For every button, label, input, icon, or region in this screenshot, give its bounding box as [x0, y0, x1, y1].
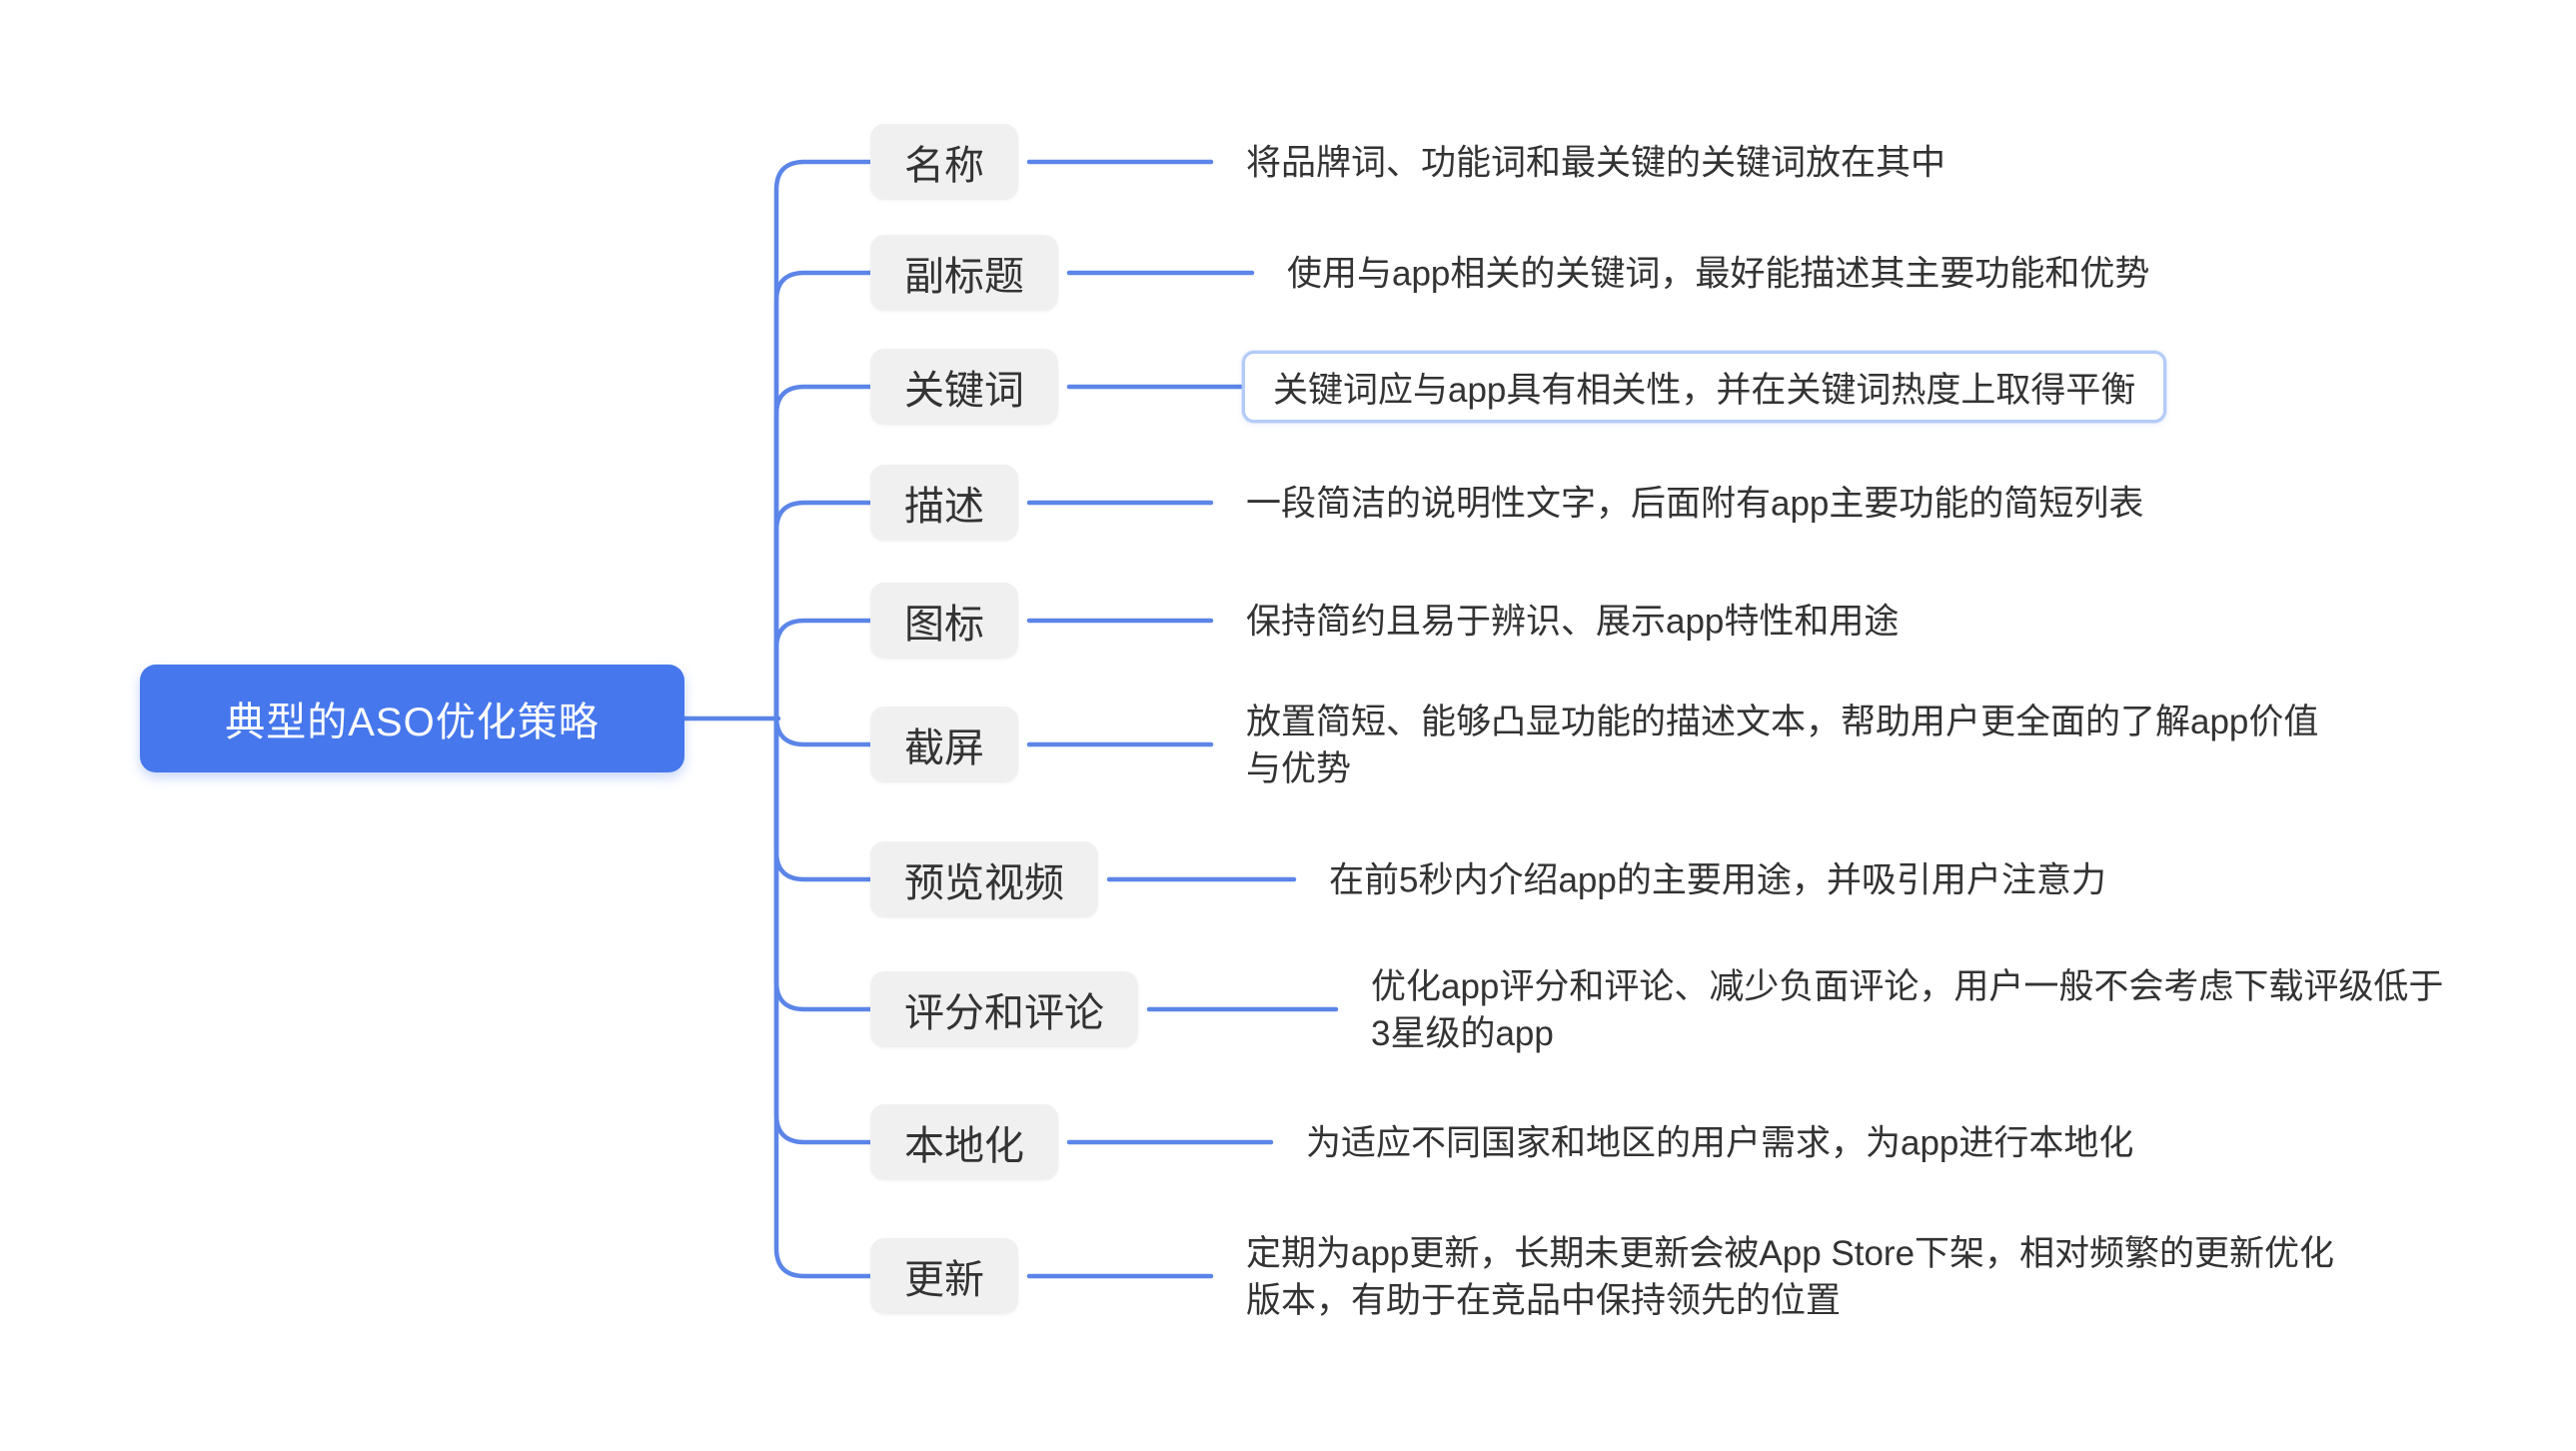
detail-node-ratings[interactable]: 优化app评分和评论、减少负面评论，用户一般不会考虑下载评级低于 3星级的app [1371, 967, 2444, 1053]
branch-line [773, 716, 875, 1145]
branch-line [773, 618, 875, 722]
topic-node-keywords[interactable]: 关键词 [870, 349, 1058, 425]
branch-line [773, 159, 875, 722]
detail-node-description[interactable]: 一段简洁的说明性文字，后面附有app主要功能的简短列表 [1246, 484, 2144, 524]
root-node[interactable]: 典型的ASO优化策略 [140, 665, 684, 772]
topic-node-subtitle[interactable]: 副标题 [870, 235, 1058, 311]
detail-node-preview-video[interactable]: 在前5秒内介绍app的主要用途，并吸引用户注意力 [1329, 860, 2106, 900]
branch-line [773, 716, 875, 1012]
branch-line [773, 384, 875, 722]
detail-node-keywords-selected[interactable]: 关键词应与app具有相关性，并在关键词热度上取得平衡 [1242, 351, 2167, 423]
detail-node-subtitle[interactable]: 使用与app相关的关键词，最好能描述其主要功能和优势 [1287, 254, 2150, 294]
detail-node-screenshots[interactable]: 放置简短、能够凸显功能的描述文本，帮助用户更全面的了解app价值 与优势 [1246, 703, 2319, 788]
branch-line [773, 716, 875, 1279]
topic-node-screenshots[interactable]: 截屏 [870, 707, 1018, 782]
branch-line [773, 500, 875, 722]
topic-node-icon[interactable]: 图标 [870, 583, 1018, 659]
topic-node-preview-video[interactable]: 预览视频 [870, 841, 1098, 917]
detail-node-updates[interactable]: 定期为app更新，长期未更新会被App Store下架，相对频繁的更新优化 版本… [1246, 1234, 2335, 1320]
topic-node-description[interactable]: 描述 [870, 465, 1018, 541]
detail-node-icon[interactable]: 保持简约且易于辨识、展示app特性和用途 [1246, 602, 1900, 642]
detail-node-localization[interactable]: 为适应不同国家和地区的用户需求，为app进行本地化 [1306, 1123, 2134, 1163]
topic-node-ratings[interactable]: 评分和评论 [870, 971, 1138, 1047]
branch-line [773, 270, 875, 722]
topic-node-localization[interactable]: 本地化 [870, 1104, 1058, 1180]
topic-node-name[interactable]: 名称 [870, 124, 1018, 200]
topic-node-updates[interactable]: 更新 [870, 1238, 1018, 1314]
detail-node-name[interactable]: 将品牌词、功能词和最关键的关键词放在其中 [1246, 143, 1946, 183]
branch-line [773, 716, 875, 747]
